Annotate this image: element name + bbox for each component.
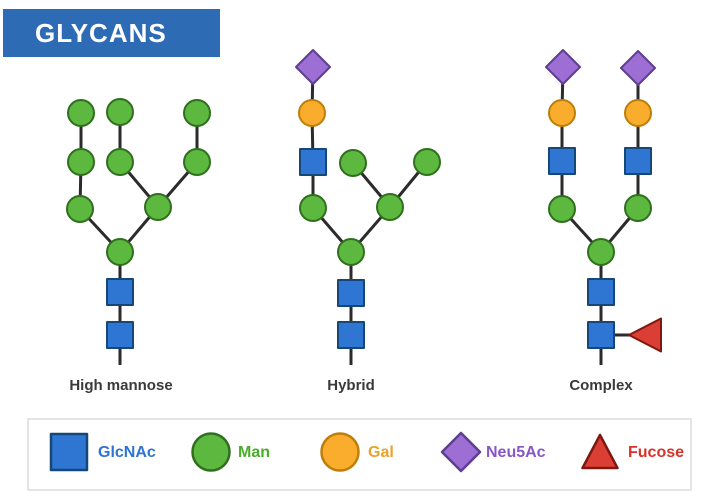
glcnac-square <box>624 147 652 175</box>
structure-label-high-mannose: High mannose <box>69 377 172 394</box>
man-circle <box>376 193 404 221</box>
man-circle <box>183 148 211 176</box>
man-legend-icon <box>191 432 231 472</box>
glcnac-square <box>299 148 327 176</box>
glcnac-square <box>587 278 615 306</box>
glcnac-square <box>106 321 134 349</box>
man-circle <box>67 99 95 127</box>
legend-label-neu5ac: Neu5Ac <box>486 444 546 461</box>
man-circle <box>66 195 94 223</box>
man-circle <box>337 238 365 266</box>
glcnac-square <box>106 278 134 306</box>
man-circle <box>106 98 134 126</box>
man-circle <box>67 148 95 176</box>
glcnac-legend-icon <box>49 432 89 472</box>
glcnac-square <box>337 321 365 349</box>
glcnac-square <box>337 279 365 307</box>
man-circle <box>548 195 576 223</box>
legend-label-glcnac: GlcNAc <box>98 444 156 461</box>
man-circle <box>106 148 134 176</box>
neu5ac-diamond <box>545 49 581 85</box>
man-circle <box>587 238 615 266</box>
structure-label-complex: Complex <box>569 377 633 394</box>
page-title: GLYCANS <box>35 17 167 48</box>
man-circle <box>624 194 652 222</box>
legend-label-fucose: Fucose <box>628 444 684 461</box>
man-circle <box>299 194 327 222</box>
gal-legend-icon <box>320 432 360 472</box>
legend-label-gal: Gal <box>368 444 394 461</box>
structure-label-hybrid: Hybrid <box>327 377 375 394</box>
glcnac-square <box>587 321 615 349</box>
fucose-legend-icon <box>581 433 619 470</box>
neu5ac-diamond <box>620 50 656 86</box>
gal-circle <box>298 99 326 127</box>
gal-circle <box>548 99 576 127</box>
man-circle <box>339 149 367 177</box>
neu5ac-diamond <box>295 49 331 85</box>
neu5ac-legend-icon <box>440 431 482 473</box>
title-banner: GLYCANS <box>3 9 220 57</box>
man-circle <box>106 238 134 266</box>
man-circle <box>144 193 172 221</box>
man-circle <box>413 148 441 176</box>
fucose-triangle <box>628 317 662 353</box>
gal-circle <box>624 99 652 127</box>
glcnac-square <box>548 147 576 175</box>
man-circle <box>183 99 211 127</box>
legend-label-man: Man <box>238 444 270 461</box>
